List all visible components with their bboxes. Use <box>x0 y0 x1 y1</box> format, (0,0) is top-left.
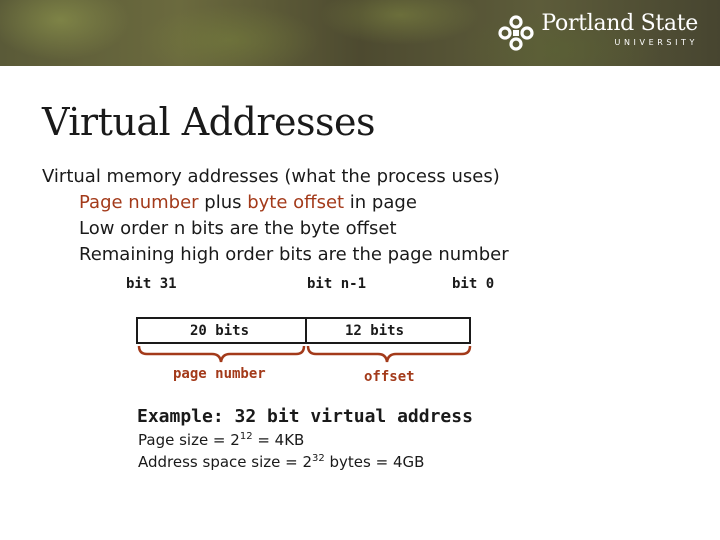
offset-label: offset <box>364 369 415 385</box>
logo-name: Portland State <box>541 11 698 36</box>
slide-title: Virtual Addresses <box>42 100 375 144</box>
bit-n-1-label: bit n-1 <box>307 276 366 292</box>
psu-logo-icon <box>498 15 534 51</box>
page-size-line: Page size = 212 = 4KB <box>138 431 304 449</box>
twenty-bits-label: 20 bits <box>190 323 249 339</box>
header-banner: Portland State UNIVERSITY <box>0 0 720 66</box>
university-logo: Portland State UNIVERSITY <box>497 12 698 52</box>
bit-31-label: bit 31 <box>126 276 177 292</box>
address-space-line: Address space size = 232 bytes = 4GB <box>138 453 424 471</box>
sub-bullet-1: Page number plus byte offset in page <box>42 190 509 216</box>
bullet-main: Virtual memory addresses (what the proce… <box>42 166 500 187</box>
byte-offset-term: byte offset <box>247 192 345 213</box>
logo-subtitle: UNIVERSITY <box>614 38 698 47</box>
sub-bullet-2: Low order n bits are the byte offset <box>79 218 397 239</box>
example-title: Example: 32 bit virtual address <box>137 406 473 427</box>
sub-bullet-3: Remaining high order bits are the page n… <box>79 244 509 265</box>
sub1-plus: plus <box>198 192 248 213</box>
page-size-suffix: = 4KB <box>252 431 305 449</box>
page-size-exponent: 12 <box>239 431 253 442</box>
page-number-label: page number <box>173 366 266 382</box>
twelve-bits-label: 12 bits <box>345 323 404 339</box>
page-size-prefix: Page size = 2 <box>138 431 240 449</box>
offset-brace <box>306 345 472 363</box>
bit-0-label: bit 0 <box>452 276 494 292</box>
sub1-in-page: in page <box>344 192 417 213</box>
page-number-term: Page number <box>79 192 199 213</box>
bullet-list: Virtual memory addresses (what the proce… <box>42 164 509 268</box>
page-number-brace <box>137 345 306 363</box>
address-space-exponent: 32 <box>312 453 325 464</box>
address-box <box>136 317 471 344</box>
address-space-prefix: Address space size = 2 <box>138 453 313 471</box>
address-space-suffix: bytes = 4GB <box>324 453 425 471</box>
